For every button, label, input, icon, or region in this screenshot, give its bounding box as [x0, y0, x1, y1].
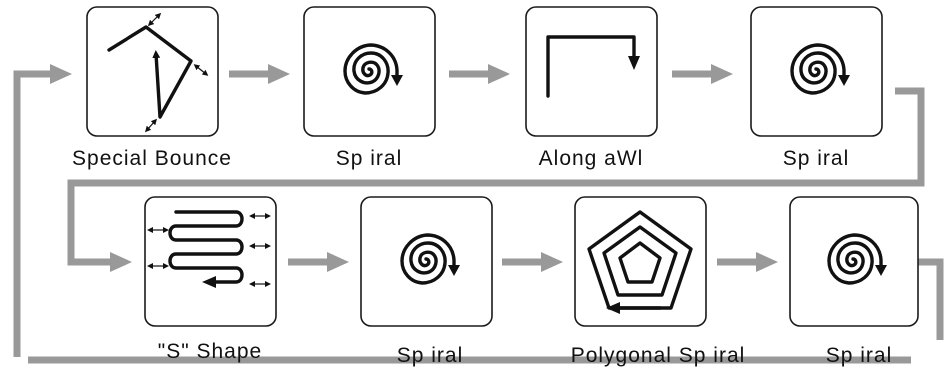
special-bounce-icon — [107, 12, 209, 133]
step-label: Polygonal Sp iral — [571, 344, 746, 367]
step-special-bounce: Special Bounce — [72, 6, 232, 170]
step-box — [360, 196, 493, 327]
polygonal-spiral-icon — [587, 210, 693, 314]
step-spiral-2: Sp iral — [750, 6, 883, 170]
step-box — [525, 6, 658, 137]
step-box — [303, 6, 436, 137]
step-spiral-4: Sp iral — [789, 196, 919, 367]
step-label: Special Bounce — [72, 147, 232, 170]
along-wall-icon — [546, 35, 640, 98]
step-polygonal-spiral: Polygonal Sp iral — [571, 196, 746, 367]
step-label: Sp iral — [397, 344, 464, 367]
step-label: Along aWl — [539, 147, 644, 170]
s-shape-icon — [147, 210, 271, 288]
step-label: "S" Shape — [158, 340, 262, 363]
step-box — [144, 196, 277, 327]
step-box — [86, 6, 219, 137]
step-label: Sp iral — [336, 147, 403, 170]
step-spiral-1: Sp iral — [303, 6, 436, 170]
flow-arrows — [13, 64, 944, 364]
step-label: Sp iral — [826, 344, 893, 367]
step-s-shape: "S" Shape — [144, 196, 277, 363]
step-along-wall: Along aWl — [525, 6, 658, 170]
step-spiral-3: Sp iral — [360, 196, 493, 367]
step-box — [574, 196, 707, 327]
step-label: Sp iral — [783, 147, 850, 170]
step-box — [789, 196, 919, 327]
step-box — [750, 6, 883, 137]
